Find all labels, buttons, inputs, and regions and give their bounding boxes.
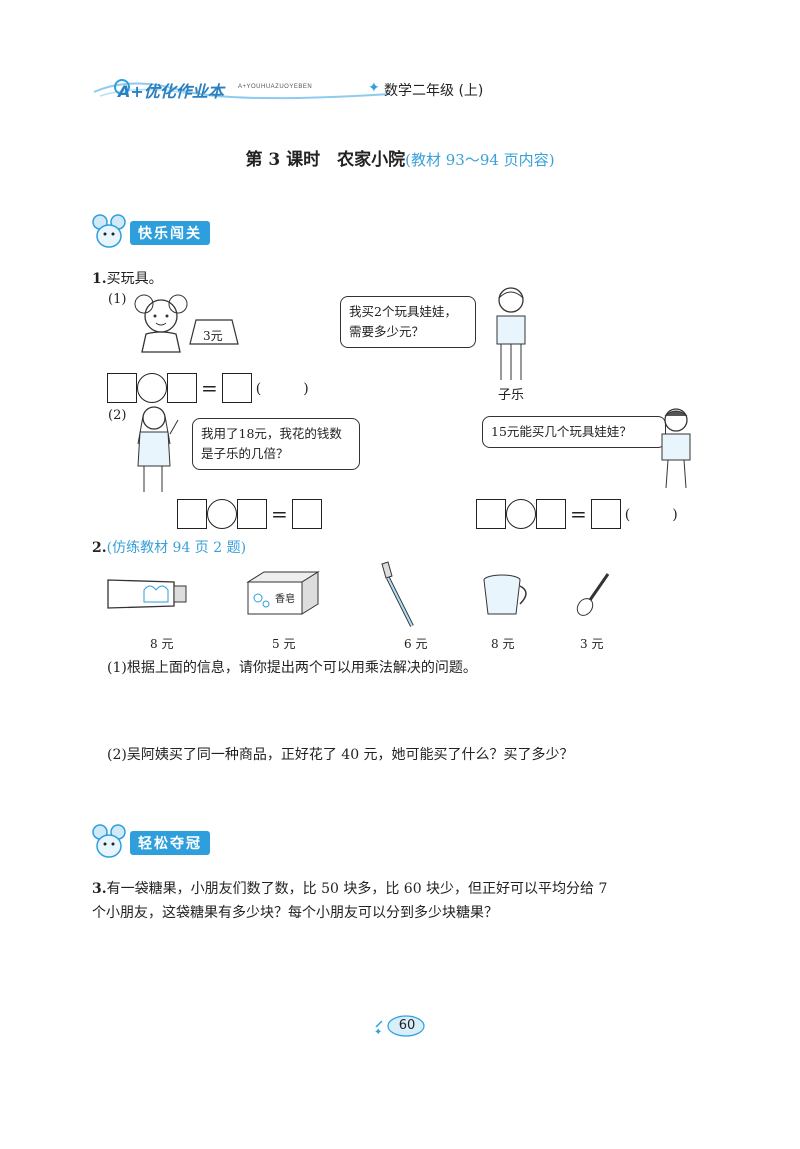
unit-paren-2[interactable]: ( ) xyxy=(624,507,678,523)
speech-bubble-1: 我买2个玩具娃娃，需要多少元？ xyxy=(340,296,476,348)
question-1: 1.买玩具。 xyxy=(92,268,163,288)
q3-line1: 有一袋糖果，小朋友们数了数，比 50 块多，比 60 块少，但正好可以平均分给 … xyxy=(106,881,608,897)
q3-line2: 个小朋友，这袋糖果有多少块？每个小朋友可以分到多少块糖果？ xyxy=(92,905,498,921)
brand-subtitle: A+YOUHUAZUOYEBEN xyxy=(238,84,313,90)
doll-image xyxy=(134,294,188,353)
spoon-image xyxy=(576,573,610,616)
q1-part2-label: (2) xyxy=(108,408,127,423)
q2-number: 2. xyxy=(92,540,107,556)
equals-sign: = xyxy=(201,376,218,400)
q3-number: 3. xyxy=(92,881,107,897)
answer-box[interactable] xyxy=(177,499,207,529)
speech-bubble-3: 15元能买几个玩具娃娃？ xyxy=(482,416,666,448)
answer-box[interactable] xyxy=(291,499,322,529)
equation-row-1: = ( ) xyxy=(107,373,309,403)
header-swoosh xyxy=(93,79,390,100)
toothbrush-image xyxy=(381,561,414,627)
section-label-1: 快乐闯关 xyxy=(130,221,210,245)
answer-box[interactable] xyxy=(536,499,566,529)
mouse-mascot-icon xyxy=(92,824,126,858)
answer-box[interactable] xyxy=(237,499,267,529)
answer-box[interactable] xyxy=(221,373,252,403)
page-number: 60 xyxy=(398,1018,416,1033)
svg-text:✦: ✦ xyxy=(374,1027,382,1038)
person-1-name: 子乐 xyxy=(498,388,525,403)
price-tag-text: 3元 xyxy=(203,329,223,343)
unit-paren-1[interactable]: ( ) xyxy=(255,381,309,397)
answer-box[interactable] xyxy=(590,499,621,529)
soap-image xyxy=(246,571,320,615)
star-icon: ✦ xyxy=(368,80,380,96)
section-label-2: 轻松夺冠 xyxy=(130,831,210,855)
q3-answer-area[interactable] xyxy=(92,930,692,1010)
equation-row-2: = xyxy=(177,499,322,529)
equation-row-3: = ( ) xyxy=(476,499,678,529)
speech-bubble-2: 我用了18元，我花的钱数是子乐的几倍？ xyxy=(192,418,360,470)
lesson-title-ref: (教材 93～94 页内容) xyxy=(405,151,555,169)
brand-title: A+优化作业本 xyxy=(118,82,224,101)
price-toothpaste: 8 元 xyxy=(150,637,174,651)
soap-label: 香皂 xyxy=(275,594,295,605)
q2-part2-answer-area[interactable] xyxy=(107,770,687,820)
answer-box[interactable] xyxy=(476,499,506,529)
q2-part1-answer-area[interactable] xyxy=(107,682,687,732)
boy-2-image xyxy=(661,408,691,489)
lesson-title-main: 第 3 课时 农家小院 xyxy=(245,150,406,170)
q1-text: 买玩具。 xyxy=(106,271,163,287)
answer-box[interactable] xyxy=(167,373,197,403)
equals-sign: = xyxy=(271,502,288,526)
price-tag-shape xyxy=(189,319,239,345)
section-badge-1: 快乐闯关 xyxy=(88,212,210,254)
price-spoon: 3 元 xyxy=(580,637,604,651)
section-badge-2: 轻松夺冠 xyxy=(88,822,210,864)
q2-part1: (1)根据上面的信息，请你提出两个可以用乘法解决的问题。 xyxy=(107,660,477,676)
q2-part2: (2)吴阿姨买了同一种商品，正好花了 40 元，她可能买了什么？买了多少？ xyxy=(107,747,574,763)
price-toothbrush: 6 元 xyxy=(404,637,428,651)
operator-circle[interactable] xyxy=(506,499,536,529)
question-3: 3.有一袋糖果，小朋友们数了数，比 50 块多，比 60 块少，但正好可以平均分… xyxy=(92,877,607,925)
grade-label: 数学二年级 (上) xyxy=(384,83,484,99)
mouse-mascot-icon xyxy=(92,214,126,248)
girl-image xyxy=(137,406,179,492)
q2-reference: (仿练教材 94 页 2 题) xyxy=(106,540,247,556)
lesson-title: 第 3 课时 农家小院(教材 93～94 页内容) xyxy=(0,145,800,170)
operator-circle[interactable] xyxy=(207,499,237,529)
q1-part1-label: (1) xyxy=(108,292,127,307)
question-2: 2.(仿练教材 94 页 2 题) xyxy=(92,537,246,557)
price-cup: 8 元 xyxy=(491,637,515,651)
boy-zile-image xyxy=(496,287,526,380)
toothpaste-image xyxy=(107,579,187,609)
equals-sign: = xyxy=(570,502,587,526)
operator-circle[interactable] xyxy=(137,373,167,403)
answer-box[interactable] xyxy=(107,373,137,403)
page-number-bubble: ✦ xyxy=(374,1015,425,1038)
price-soap: 5 元 xyxy=(272,637,296,651)
cup-image xyxy=(483,574,527,615)
q1-number: 1. xyxy=(92,271,107,287)
